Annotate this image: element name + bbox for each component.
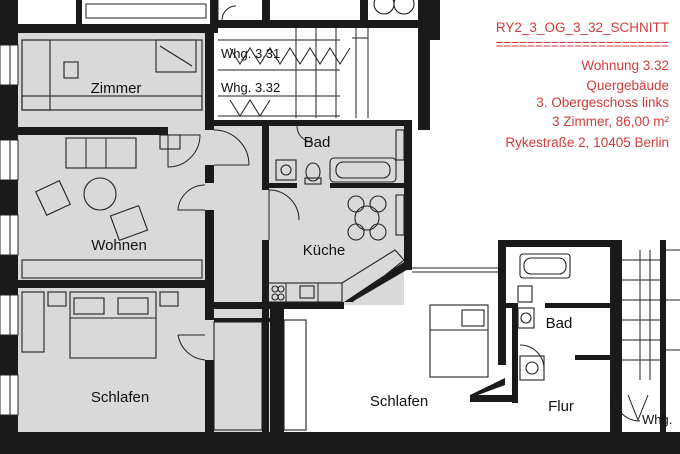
- stairs-top: [217, 0, 418, 118]
- info-block: RY2_3_OG_3_32_SCHNITT ==================…: [440, 10, 680, 156]
- room-label-bad: Bad: [304, 134, 331, 151]
- wohnen-furniture: [21, 134, 203, 279]
- plan-title: RY2_3_OG_3_32_SCHNITT: [496, 20, 669, 35]
- rooms-area: 3 Zimmer, 86,00 m²: [552, 114, 670, 129]
- unit-number: Wohnung 3.32: [581, 58, 669, 73]
- stair-label-331: Whg. 3.31: [221, 46, 280, 61]
- schlafen-furniture: [21, 291, 263, 431]
- floor-description: 3. Obergeschoss links: [536, 95, 669, 110]
- top-strip: [30, 0, 210, 24]
- kueche-fixtures: [267, 194, 405, 303]
- svg-text:Whg. 3.32: Whg. 3.32: [221, 80, 280, 95]
- address: Rykestraße 2, 10405 Berlin: [505, 135, 669, 150]
- title-separator: ======================: [496, 37, 670, 52]
- left-facade: [0, 0, 19, 432]
- room-label-bad-neighbor: Bad: [546, 315, 573, 332]
- neighbor-fixtures: [283, 253, 571, 431]
- room-label-kueche: Küche: [303, 242, 346, 259]
- doors: [167, 125, 641, 422]
- stairs-right: [622, 240, 680, 432]
- stair-label-edge: Whg.: [642, 412, 672, 427]
- room-label-schlafen: Schlafen: [91, 389, 149, 406]
- building-name: Quergebäude: [586, 78, 669, 93]
- zimmer-furniture: [21, 39, 203, 111]
- apartment-area: [18, 32, 404, 432]
- room-label-schlafen-neighbor: Schlafen: [370, 393, 428, 410]
- room-labels: Zimmer Wohnen Schlafen Bad Küche Schlafe…: [91, 80, 574, 415]
- svg-text:Whg.: Whg.: [642, 412, 672, 427]
- room-label-flur-neighbor: Flur: [548, 398, 574, 415]
- bad-fixtures: [275, 129, 405, 185]
- svg-text:Whg. 3.31: Whg. 3.31: [221, 46, 280, 61]
- room-label-wohnen: Wohnen: [91, 237, 147, 254]
- room-label-zimmer: Zimmer: [91, 80, 142, 97]
- stair-label-332: Whg. 3.32: [221, 80, 280, 95]
